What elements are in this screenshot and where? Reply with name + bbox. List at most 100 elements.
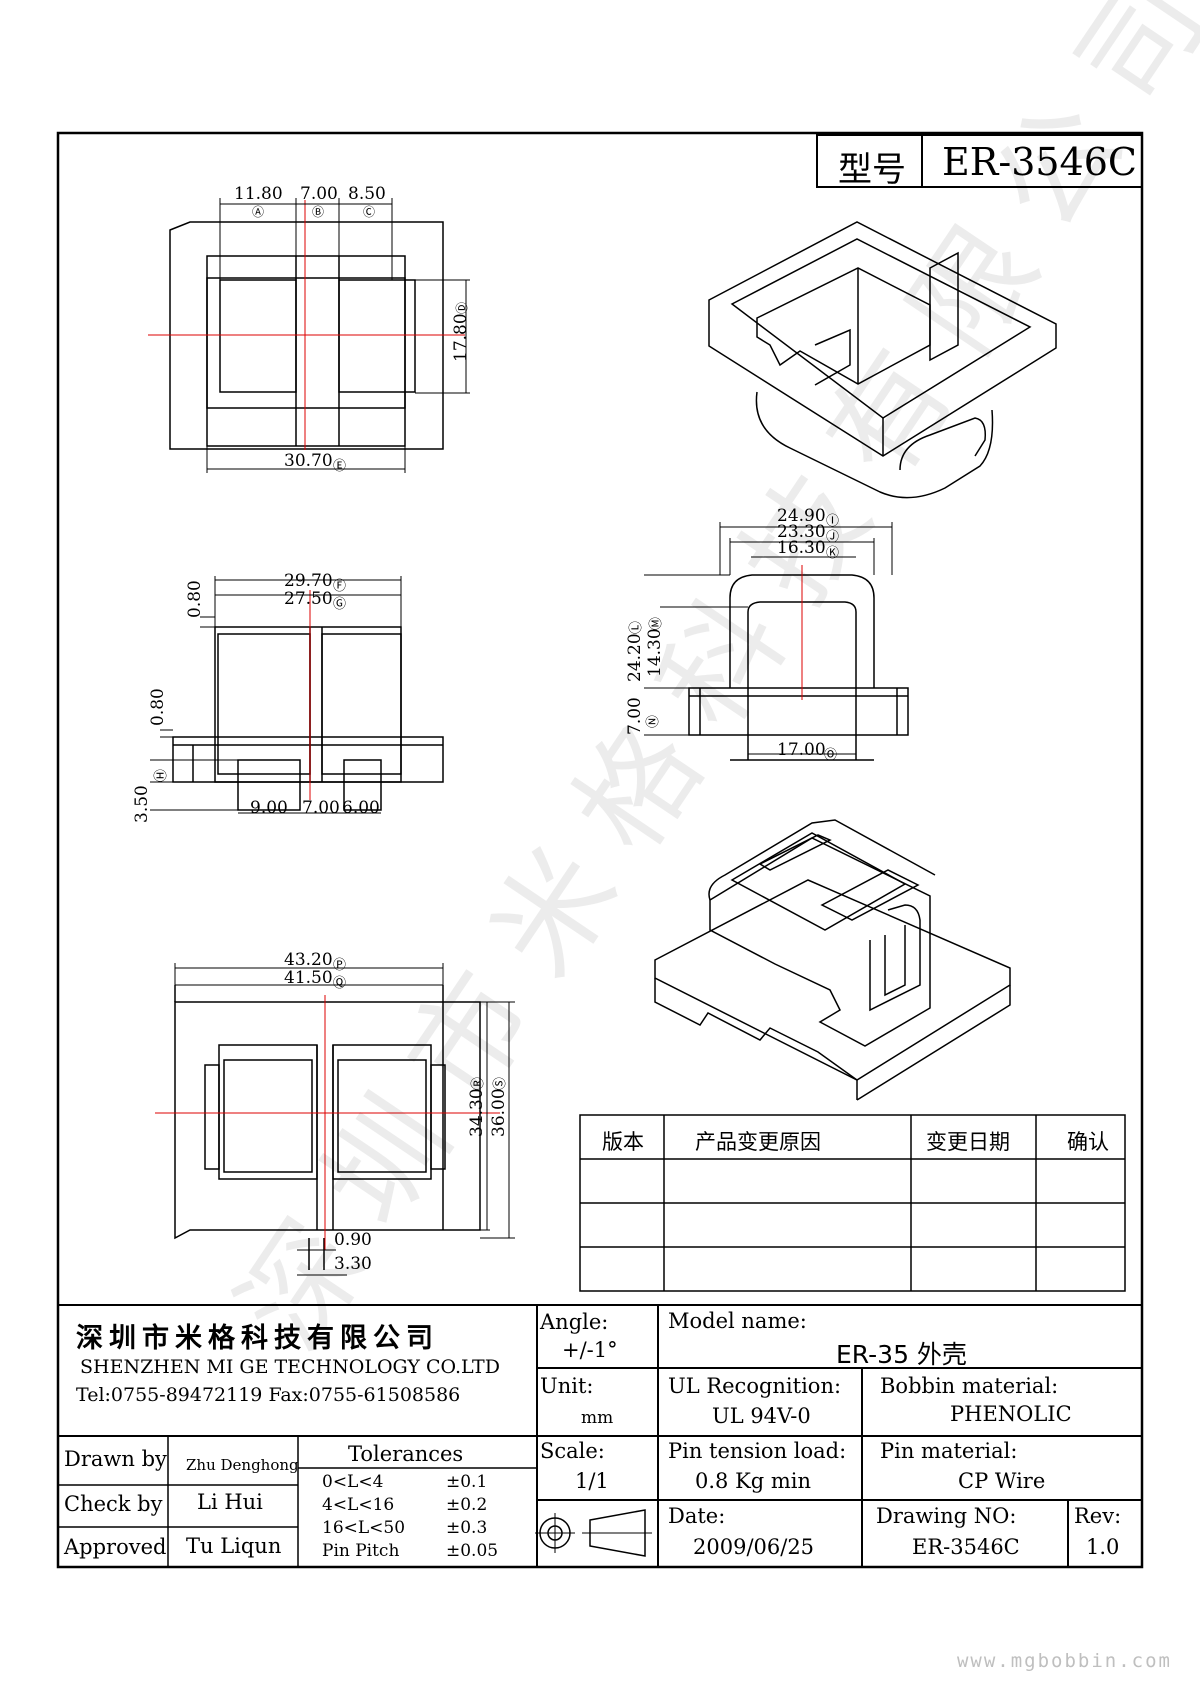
tolerance-value-4: ±0.05 <box>446 1541 499 1561</box>
tolerance-range-4: Pin Pitch <box>322 1541 400 1561</box>
title-block-grid <box>58 1304 1142 1567</box>
mark-q: Ⓠ <box>333 976 347 991</box>
dim-j: 23.30 <box>777 522 826 542</box>
date-label: Date: <box>668 1504 726 1528</box>
mark-r: Ⓡ <box>471 1076 486 1090</box>
mark-a: Ⓐ <box>252 205 265 219</box>
tolerance-value-2: ±0.2 <box>446 1495 488 1515</box>
dim-bottom-2: 7.00 <box>302 798 340 818</box>
tolerance-range-1: 0<L<4 <box>322 1472 384 1492</box>
bobbin-material-label: Bobbin material: <box>880 1374 1059 1398</box>
model-name-label: Model name: <box>668 1309 807 1333</box>
rev-label: Rev: <box>1074 1504 1122 1528</box>
angle-value: +/-1° <box>562 1338 618 1362</box>
model-label: 型号 <box>838 150 906 190</box>
mark-k: Ⓚ <box>826 546 840 561</box>
mark-c: Ⓒ <box>363 205 376 219</box>
mark-f: Ⓕ <box>333 579 347 594</box>
revision-header-reason: 产品变更原因 <box>695 1130 821 1154</box>
unit-value: mm <box>581 1408 614 1428</box>
mark-s: Ⓢ <box>493 1076 508 1090</box>
drawing-no-label: Drawing NO: <box>876 1504 1017 1528</box>
dim-a: 11.80 <box>234 184 283 204</box>
mark-g: Ⓖ <box>333 597 347 612</box>
scale-label: Scale: <box>540 1439 605 1463</box>
scale-value: 1/1 <box>575 1469 609 1493</box>
bobbin-material-value: PHENOLIC <box>950 1402 1072 1426</box>
tolerance-value-3: ±0.3 <box>446 1518 488 1538</box>
dim-n: 7.00 <box>625 697 645 735</box>
dim-c: 8.50 <box>348 184 386 204</box>
check-by-label: Check by <box>64 1492 163 1516</box>
dim-r: 34.30 <box>467 1088 487 1137</box>
website-url: www.mgbobbin.com <box>956 1650 1172 1672</box>
date-value: 2009/06/25 <box>693 1535 815 1559</box>
pin-tension-value: 0.8 Kg min <box>695 1469 812 1493</box>
mark-p: Ⓟ <box>333 958 347 973</box>
mark-h: Ⓗ <box>154 768 169 782</box>
pin-tension-label: Pin tension load: <box>668 1439 847 1463</box>
pin-material-label: Pin material: <box>880 1439 1018 1463</box>
model-number: ER-3546C <box>942 140 1137 184</box>
dim-g: 27.50 <box>284 589 333 609</box>
mark-l: Ⓛ <box>629 620 644 634</box>
angle-label: Angle: <box>540 1310 609 1334</box>
company-name-cn: 深圳市米格科技有限公司 <box>76 1323 439 1354</box>
approved-value: Tu Liqun <box>186 1534 282 1558</box>
company-contact: Tel:0755-89472119 Fax:0755-61508586 <box>76 1384 461 1406</box>
dim-flange: 0.80 <box>148 688 168 726</box>
mark-d: Ⓓ <box>455 301 469 314</box>
dim-h: 3.50 <box>132 785 152 823</box>
unit-label: Unit: <box>540 1374 594 1398</box>
mark-m: Ⓜ <box>649 616 664 630</box>
dim-pin-width: 0.90 <box>334 1230 372 1250</box>
front-view <box>150 576 444 814</box>
dim-i: 24.90 <box>777 506 826 526</box>
model-box <box>816 134 1143 188</box>
mark-b: Ⓑ <box>312 205 325 219</box>
mark-n: Ⓝ <box>646 714 661 728</box>
drawn-by-label: Drawn by <box>64 1447 167 1471</box>
isometric-view-2 <box>654 819 1011 1101</box>
dim-f: 29.70 <box>284 571 333 591</box>
model-name-value: ER-35 外壳 <box>836 1340 967 1369</box>
ul-value: UL 94V-0 <box>712 1404 811 1428</box>
dim-pin-pitch: 3.30 <box>334 1254 372 1274</box>
approved-label: Approved <box>64 1535 167 1559</box>
drawing-no-value: ER-3546C <box>912 1535 1020 1559</box>
mark-o: Ⓞ <box>824 748 838 763</box>
mark-e: Ⓔ <box>333 459 347 474</box>
sheet-border <box>56 131 1144 1569</box>
rev-value: 1.0 <box>1086 1535 1120 1559</box>
tolerance-range-2: 4<L<16 <box>322 1495 395 1515</box>
check-by-value: Li Hui <box>197 1490 263 1514</box>
company-name-en: SHENZHEN MI GE TECHNOLOGY CO.LTD <box>80 1356 500 1378</box>
drawn-by-value: Zhu Denghong <box>186 1456 299 1474</box>
dim-k: 16.30 <box>777 538 826 558</box>
dim-o: 17.00 <box>777 740 826 760</box>
dim-e: 30.70 <box>284 451 333 471</box>
revision-table-grid <box>579 1114 1126 1292</box>
tolerances-label: Tolerances <box>348 1442 464 1466</box>
dim-m: 14.30 <box>645 628 665 677</box>
isometric-view-1 <box>708 221 1057 499</box>
revision-header-version: 版本 <box>602 1130 644 1154</box>
bottom-view <box>155 963 515 1276</box>
dim-p: 43.20 <box>284 950 333 970</box>
ul-label: UL Recognition: <box>668 1374 842 1398</box>
dim-bottom-3: 6.00 <box>342 798 380 818</box>
projection-symbol <box>535 1509 652 1557</box>
dim-top-wall: 0.80 <box>185 580 205 618</box>
pin-material-value: CP Wire <box>958 1469 1046 1493</box>
dim-s: 36.00 <box>489 1088 509 1137</box>
revision-header-confirm: 确认 <box>1067 1130 1109 1154</box>
top-view <box>148 198 470 473</box>
tolerance-value-1: ±0.1 <box>446 1472 488 1492</box>
side-view <box>644 522 909 761</box>
dim-q: 41.50 <box>284 968 333 988</box>
mark-i: Ⓘ <box>826 514 840 529</box>
dim-bottom-1: 9.00 <box>250 798 288 818</box>
mark-j: Ⓙ <box>826 530 840 545</box>
